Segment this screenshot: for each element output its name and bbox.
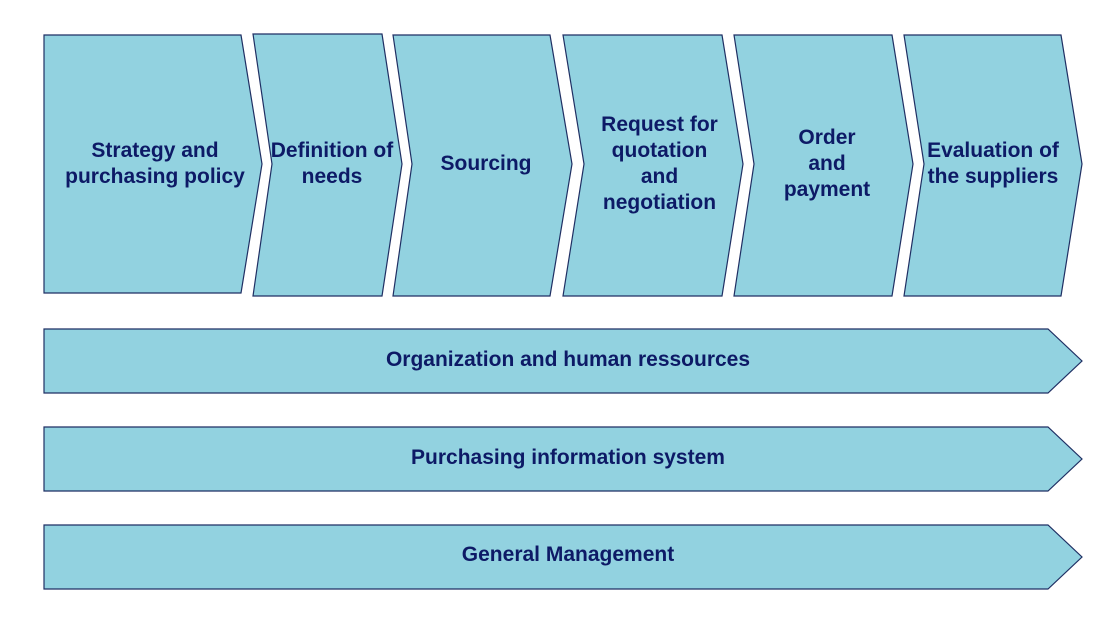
step-shape-sourcing: [392, 34, 573, 297]
step-shape-evaluation: [903, 34, 1083, 297]
band-label-organization: Organization and human ressources: [385, 348, 751, 371]
step-label-definition: Definition of needs: [270, 139, 394, 188]
step-label-sourcing: Sourcing: [440, 152, 532, 175]
band-shape-general-management: [43, 524, 1083, 590]
step-shape-strategy: [43, 34, 263, 294]
band-shape-information-system: [43, 426, 1083, 492]
step-shape-rfq: [562, 34, 744, 297]
step-shape-definition: [252, 33, 403, 297]
band-label-general-management: General Management: [461, 543, 675, 566]
step-label-evaluation: Evaluation of the suppliers: [927, 139, 1059, 188]
step-label-order: Order and payment: [783, 126, 871, 201]
step-label-strategy: Strategy and purchasing policy: [65, 139, 245, 188]
band-shape-organization: [43, 328, 1083, 394]
band-label-information-system: Purchasing information system: [411, 446, 725, 469]
step-shape-order: [733, 34, 914, 297]
step-label-rfq: Request for quotation and negotiation: [601, 113, 718, 214]
